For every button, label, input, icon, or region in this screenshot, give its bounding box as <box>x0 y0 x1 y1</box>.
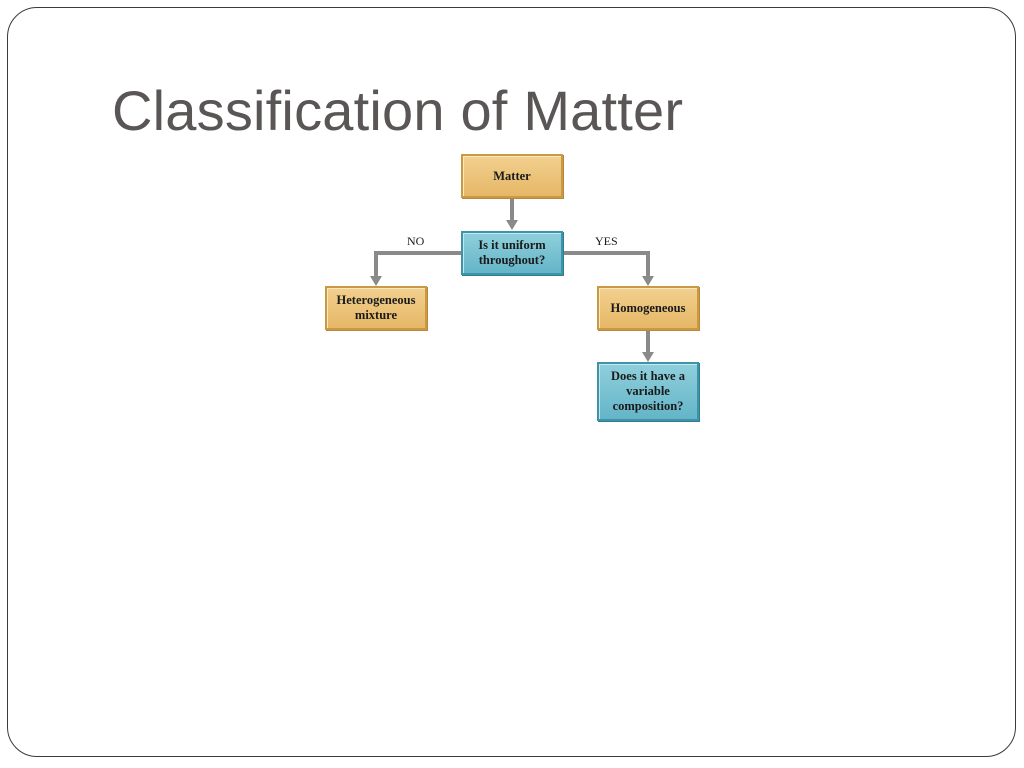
arrowhead-no-branch <box>370 276 382 286</box>
slide-title: Classification of Matter <box>112 79 684 142</box>
node-homogeneous: Homogeneous <box>597 286 699 330</box>
node-matter: Matter <box>461 154 563 198</box>
connector-no-branch <box>374 251 462 278</box>
connector-yes-branch <box>562 251 650 278</box>
edge-label-no: NO <box>407 234 425 248</box>
edge-label-yes: YES <box>595 234 618 248</box>
node-uniform-question: Is it uniform throughout? <box>461 231 563 275</box>
node-heterogeneous-mixture: Heterogeneous mixture <box>325 286 427 330</box>
arrowhead-yes-branch <box>642 276 654 286</box>
slide-frame <box>7 7 1016 757</box>
node-variable-composition-question: Does it have a variable composition? <box>597 362 699 421</box>
arrowhead-homogeneous-to-variable <box>642 352 654 362</box>
arrowhead-matter-to-uniform <box>506 220 518 230</box>
